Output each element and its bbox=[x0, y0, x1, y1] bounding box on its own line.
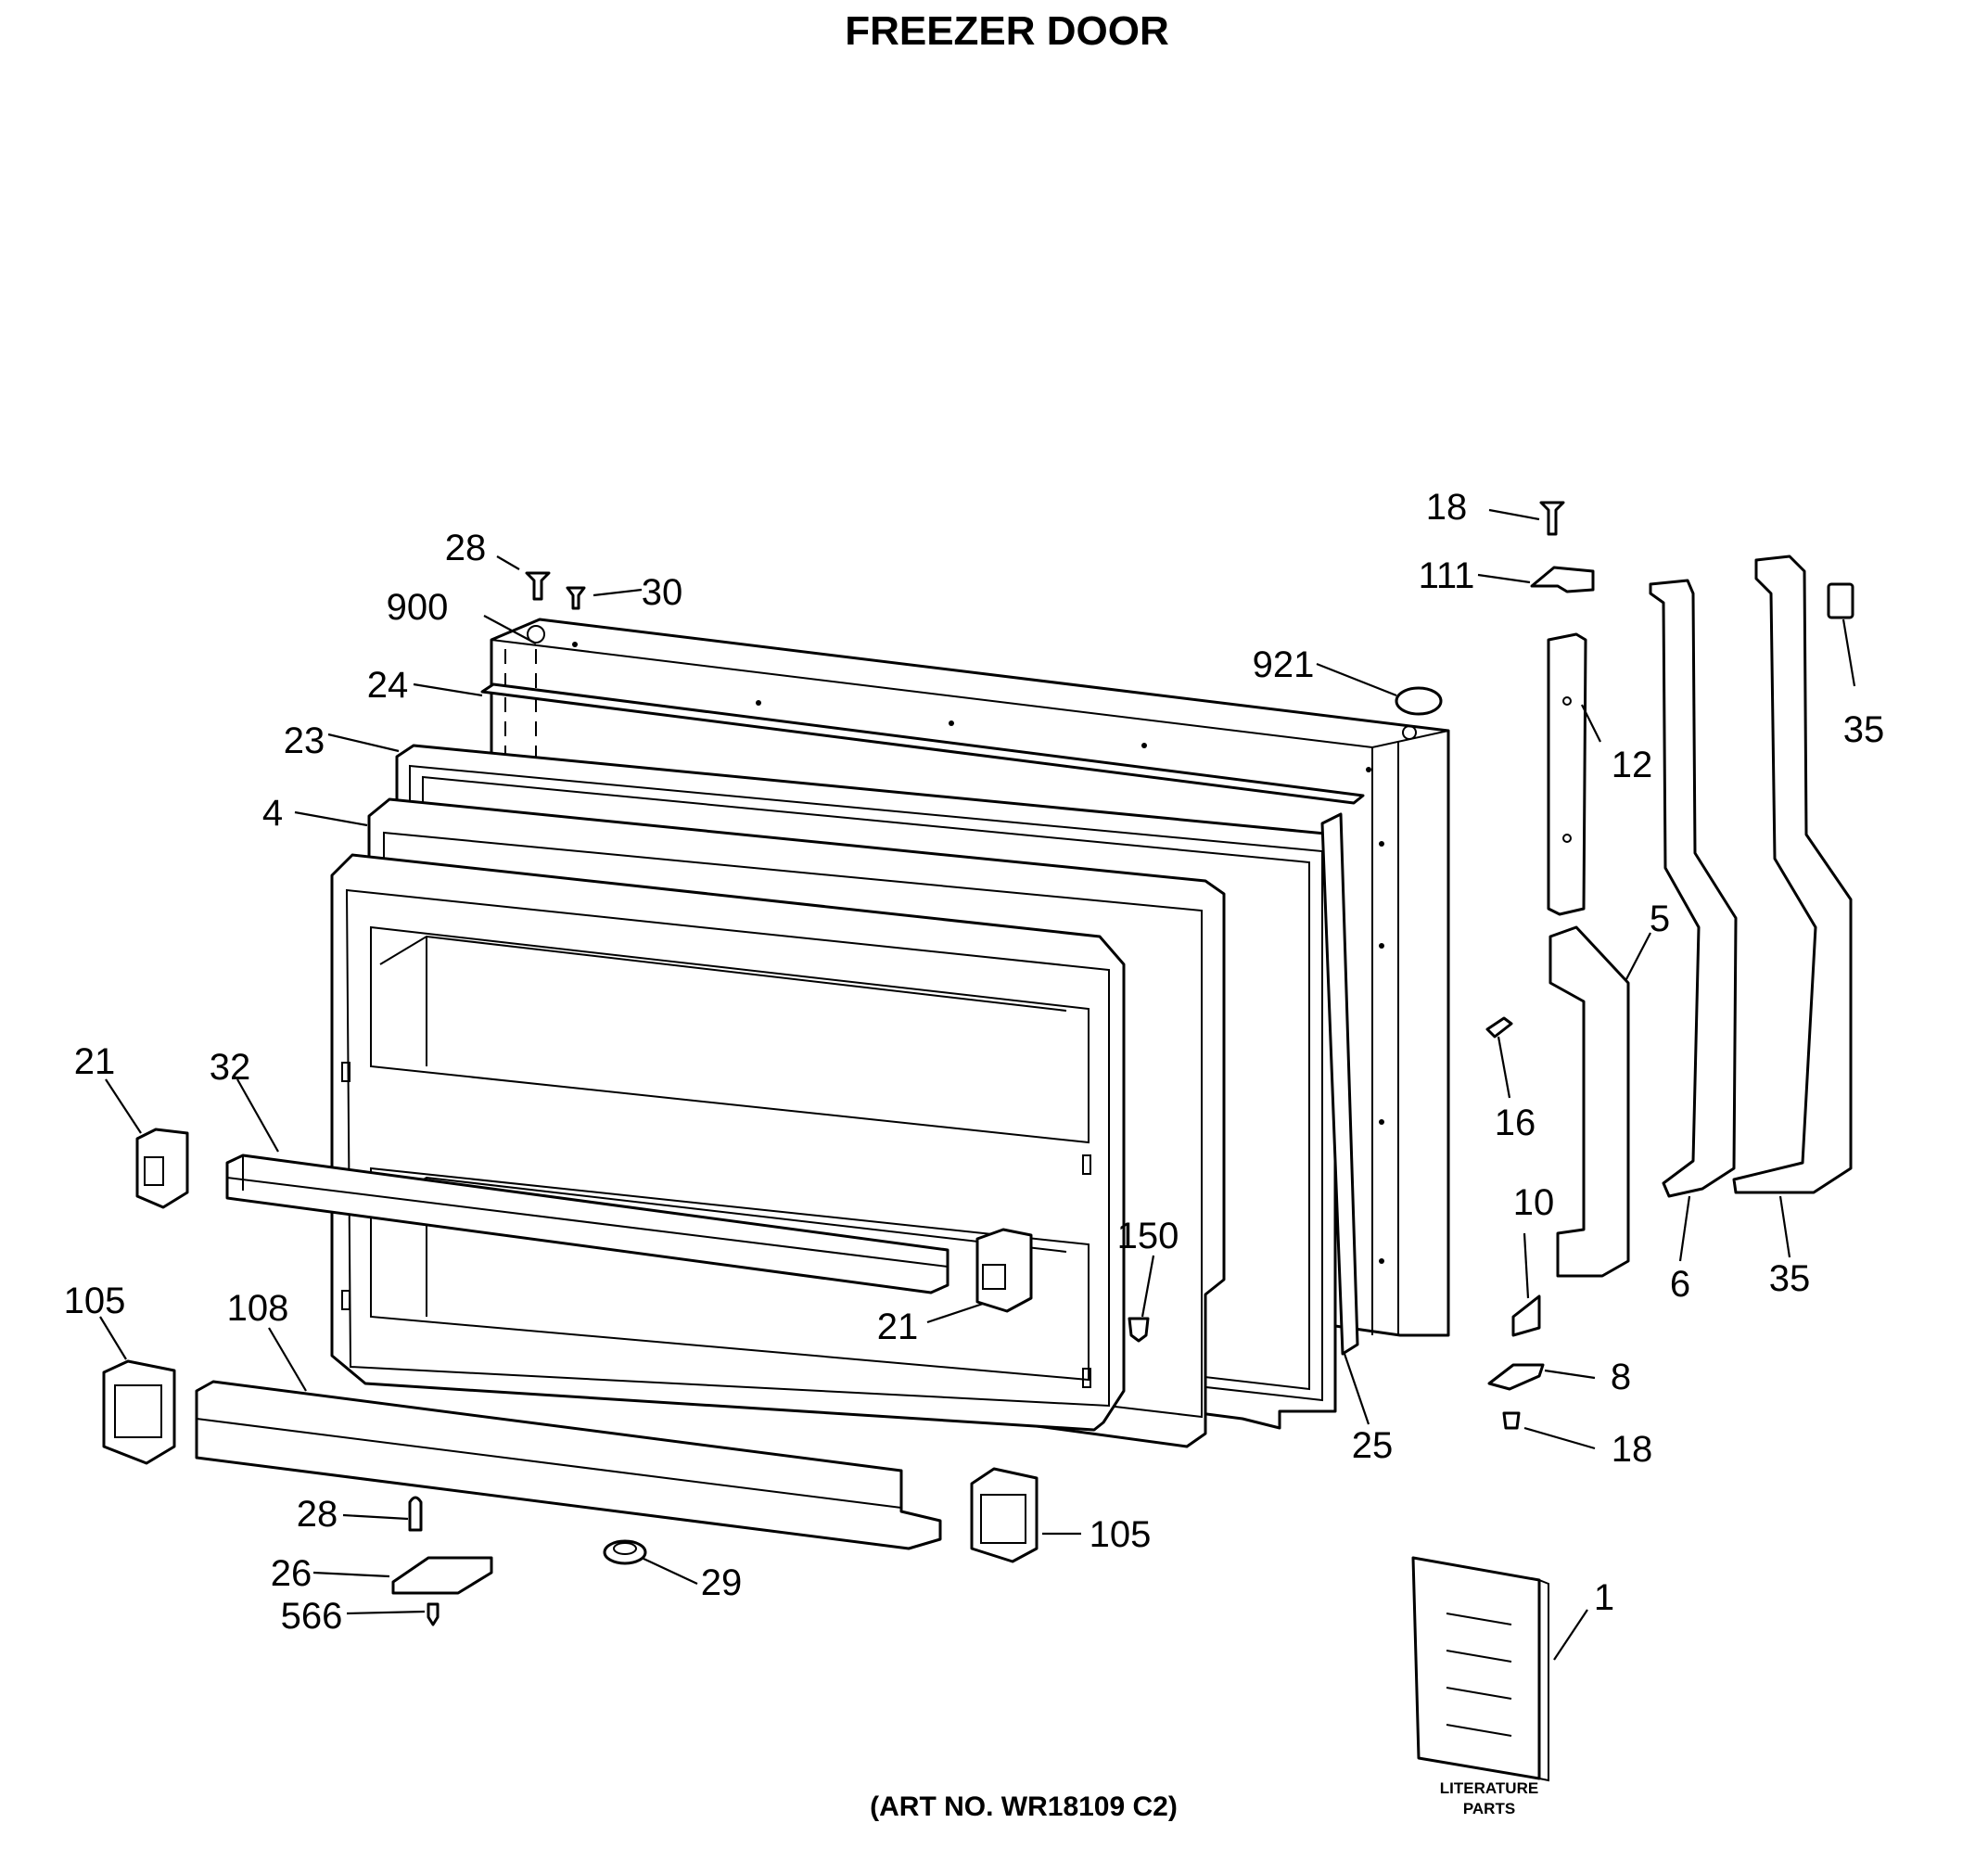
literature-booklet bbox=[1411, 1556, 1549, 1782]
callout-25: 25 bbox=[1352, 1425, 1394, 1466]
callout-6: 6 bbox=[1670, 1264, 1690, 1305]
callout-16: 16 bbox=[1495, 1103, 1536, 1143]
callout-18-lower: 18 bbox=[1612, 1429, 1653, 1470]
leader-lines bbox=[99, 508, 1856, 1661]
screw-28-top bbox=[525, 571, 551, 601]
mounting-plate bbox=[391, 1556, 493, 1595]
screw-18-lower bbox=[1502, 1411, 1521, 1430]
callout-29: 29 bbox=[701, 1562, 743, 1603]
callout-5: 5 bbox=[1650, 899, 1670, 939]
callout-28: 28 bbox=[445, 528, 487, 568]
upper-shelf-rail bbox=[225, 1154, 949, 1294]
callout-32: 32 bbox=[210, 1047, 251, 1088]
callout-12: 12 bbox=[1612, 745, 1653, 785]
handle-bracket-5 bbox=[1548, 925, 1630, 1278]
callout-18: 18 bbox=[1426, 487, 1468, 528]
callout-1: 1 bbox=[1594, 1577, 1614, 1618]
door-handle-35 bbox=[1732, 555, 1853, 1194]
screw-150 bbox=[1128, 1317, 1150, 1343]
callout-35-top: 35 bbox=[1843, 709, 1885, 750]
callout-21-left: 21 bbox=[74, 1041, 116, 1082]
callout-921: 921 bbox=[1253, 644, 1315, 685]
literature-label: LITERATURE bbox=[1440, 1779, 1538, 1797]
callout-21-right: 21 bbox=[877, 1307, 919, 1347]
callout-26: 26 bbox=[271, 1553, 312, 1594]
callout-566: 566 bbox=[281, 1596, 343, 1637]
screw-566 bbox=[427, 1602, 440, 1626]
top-trim-strip bbox=[480, 682, 1365, 805]
callout-24: 24 bbox=[367, 665, 409, 706]
literature-label-2: PARTS bbox=[1463, 1800, 1515, 1817]
callout-150: 150 bbox=[1117, 1216, 1179, 1256]
door-liner bbox=[330, 797, 1226, 1448]
plug-button bbox=[1395, 686, 1443, 716]
callout-10: 10 bbox=[1513, 1182, 1555, 1223]
stop-10 bbox=[1511, 1294, 1541, 1337]
rail-end-cap-left bbox=[135, 1128, 189, 1209]
end-cap-35 bbox=[1827, 582, 1854, 619]
art-number: (ART NO. WR18109 C2) bbox=[870, 1791, 1178, 1822]
callout-30: 30 bbox=[642, 572, 683, 613]
hinge-bracket-12 bbox=[1547, 632, 1587, 916]
hinge-8 bbox=[1487, 1363, 1545, 1391]
pin-28-lower bbox=[408, 1496, 423, 1532]
callout-900: 900 bbox=[387, 587, 449, 628]
callout-labels: 18 111 28 30 900 921 24 23 4 12 35 5 16 … bbox=[64, 487, 1885, 1637]
lower-shelf-rail bbox=[195, 1380, 942, 1550]
lower-end-cap-right bbox=[970, 1467, 1039, 1563]
lower-end-cap-left bbox=[102, 1359, 176, 1465]
callout-23: 23 bbox=[284, 720, 325, 761]
callout-111: 111 bbox=[1419, 555, 1475, 596]
screw-16 bbox=[1485, 1016, 1513, 1039]
door-handle-6 bbox=[1649, 579, 1738, 1198]
screw-30 bbox=[566, 586, 586, 610]
rail-end-cap-right bbox=[975, 1228, 1033, 1313]
callout-8: 8 bbox=[1611, 1357, 1631, 1397]
callout-105-left: 105 bbox=[64, 1281, 126, 1321]
breaker-strip bbox=[1320, 812, 1359, 1356]
callout-28-lower: 28 bbox=[297, 1494, 338, 1535]
top-hinge-111 bbox=[1530, 566, 1595, 593]
callout-35-bottom: 35 bbox=[1769, 1258, 1811, 1299]
plug-29 bbox=[603, 1539, 647, 1565]
callout-108: 108 bbox=[227, 1288, 289, 1329]
diagram-title: FREEZER DOOR bbox=[845, 8, 1169, 54]
callout-4: 4 bbox=[262, 793, 283, 834]
callout-105-right: 105 bbox=[1090, 1514, 1152, 1555]
screw-18-top bbox=[1539, 501, 1565, 536]
